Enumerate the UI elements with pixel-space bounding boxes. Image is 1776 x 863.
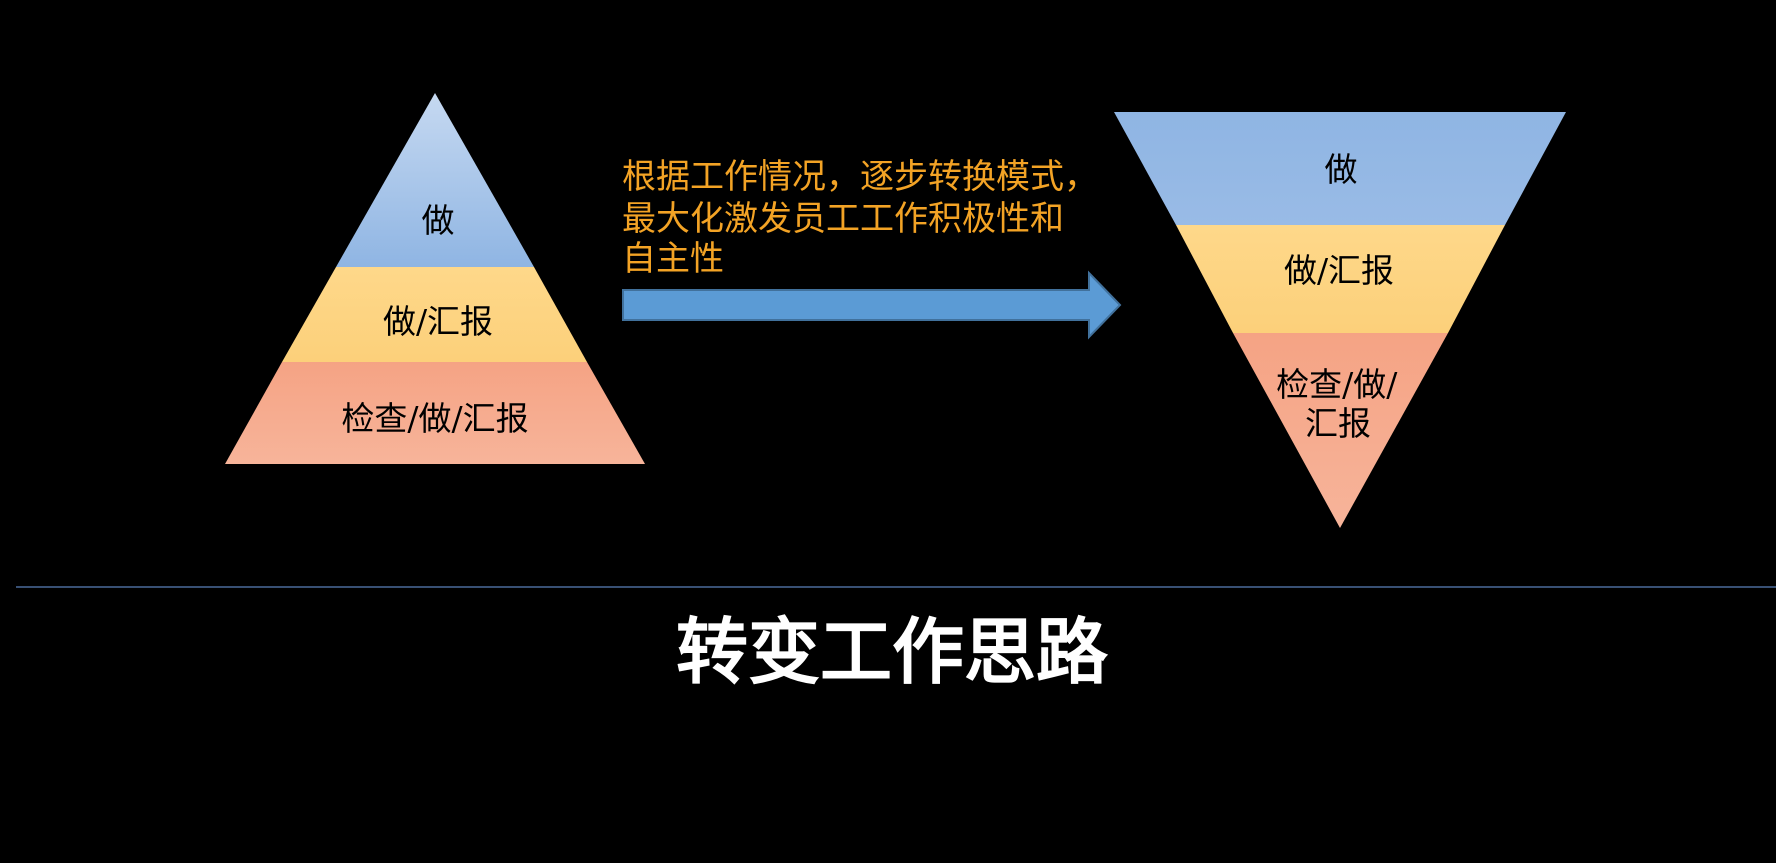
arrow-caption: 根据工作情况，逐步转换模式， 最大化激发员工工作积极性和 自主性 [622,157,1109,279]
left-pyramid-layer-bottom-label: 检查/做/汇报 [341,399,528,438]
left-pyramid-layer-bottom [225,362,645,464]
right-pyramid-layer-bottom-label-line-1: 检查/做/ [1276,365,1398,404]
right-pyramid-layer-middle-label: 做/汇报 [1284,251,1394,290]
right-pyramid-layer-bottom [1233,333,1448,528]
right-pyramid-layer-middle [1176,225,1505,333]
arrow-caption-line-1: 根据工作情况，逐步转换模式， [622,157,1098,197]
left-pyramid-layer-middle-label: 做/汇报 [383,302,493,341]
right-pyramid-layer-top-label: 做 [1325,150,1358,189]
right-pyramid-layer-top [1114,112,1566,225]
left-pyramid-layer-top-label: 做 [422,201,455,240]
right-pyramid-layer-bottom-label-line-2: 汇报 [1305,404,1371,443]
transition-arrow [622,270,1122,340]
left-pyramid: 做 做/汇报 检查/做/汇报 [225,93,645,464]
left-pyramid-layer-top [336,93,534,267]
left-pyramid-layer-middle [282,267,587,362]
right-pyramid-layer-bottom-label: 检查/做/ 汇报 [1276,365,1408,443]
right-pyramid: 做 做/汇报 检查/做/ 汇报 [1114,112,1566,528]
arrow-caption-line-3: 自主性 [622,239,724,279]
arrow-caption-line-2: 最大化激发员工工作积极性和 [622,199,1064,239]
slide-title: 转变工作思路 [676,610,1109,694]
